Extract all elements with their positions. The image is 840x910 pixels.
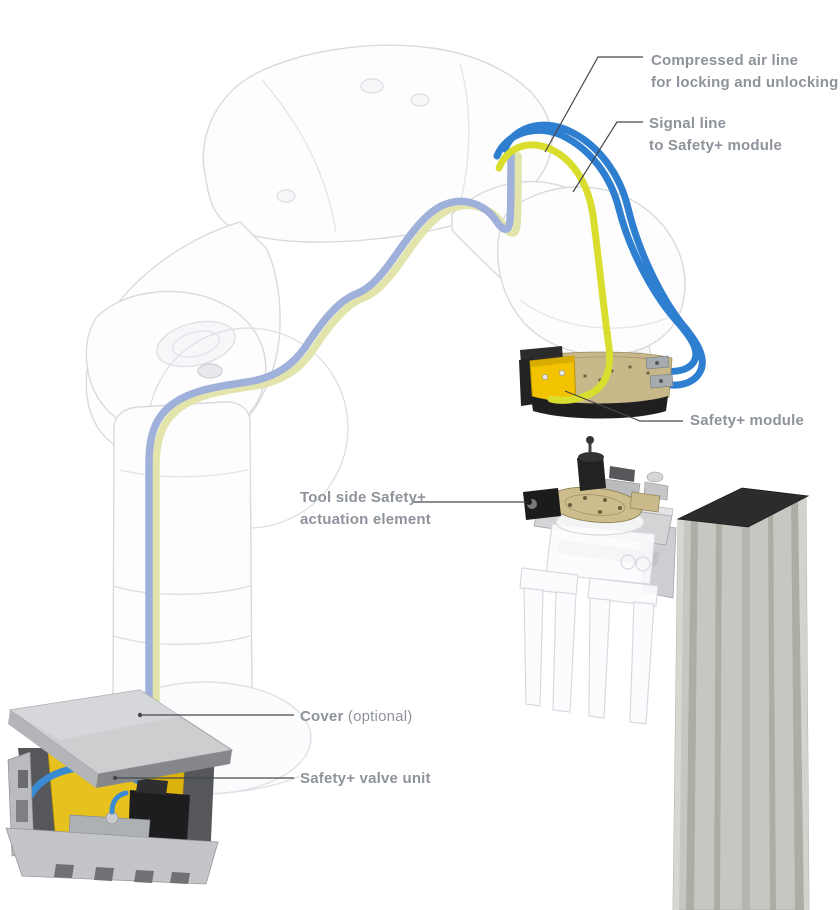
label-line: Safety+ module bbox=[690, 412, 805, 429]
leader-safety-module bbox=[564, 390, 683, 422]
robot-wrist bbox=[497, 186, 686, 356]
actuation-clamp bbox=[523, 488, 561, 520]
label-line: actuation element bbox=[300, 511, 431, 528]
label-line: Safety+ valve unit bbox=[300, 770, 431, 787]
column-top-cap bbox=[676, 487, 810, 528]
compressed-air-tube-2 bbox=[501, 121, 706, 389]
leader-signal-line bbox=[572, 121, 643, 193]
signal-tube bbox=[495, 141, 614, 404]
safety-module-assembly bbox=[493, 121, 706, 419]
ghost-air-line bbox=[145, 148, 515, 706]
label-tool-side-actuation: Tool side Safety+ actuation element bbox=[300, 487, 431, 531]
ghost-signal-line bbox=[152, 152, 522, 710]
valve-cover bbox=[8, 689, 234, 788]
label-line: to Safety+ module bbox=[649, 137, 783, 154]
label-line: Tool side Safety+ bbox=[300, 489, 427, 506]
leader-lines bbox=[112, 56, 683, 781]
compressed-air-tube-1 bbox=[493, 126, 700, 375]
pneumatic-tubes-ghost bbox=[145, 148, 522, 710]
label-cover: Cover (optional) bbox=[300, 706, 412, 728]
label-valve-unit: Safety+ valve unit bbox=[300, 768, 431, 790]
leader-air-line bbox=[544, 56, 643, 153]
gripper-ghost bbox=[519, 508, 659, 725]
label-line: Compressed air line bbox=[651, 52, 799, 69]
column-grooves bbox=[686, 497, 804, 910]
label-cover-name: Cover bbox=[300, 708, 344, 725]
label-signal-line: Signal line to Safety+ module bbox=[649, 113, 782, 157]
label-line: Signal line bbox=[649, 115, 727, 132]
label-compressed-air-line: Compressed air line for locking and unlo… bbox=[651, 50, 839, 94]
label-cover-suffix: (optional) bbox=[343, 708, 413, 725]
tool-stand bbox=[519, 436, 810, 910]
label-safety-module: Safety+ module bbox=[690, 410, 804, 432]
module-bumper bbox=[531, 396, 668, 419]
label-line: for locking and unlocking bbox=[651, 74, 839, 91]
valve-unit-assembly bbox=[5, 689, 234, 885]
tool-actuation-element bbox=[523, 436, 661, 524]
actuation-knob bbox=[577, 455, 606, 491]
